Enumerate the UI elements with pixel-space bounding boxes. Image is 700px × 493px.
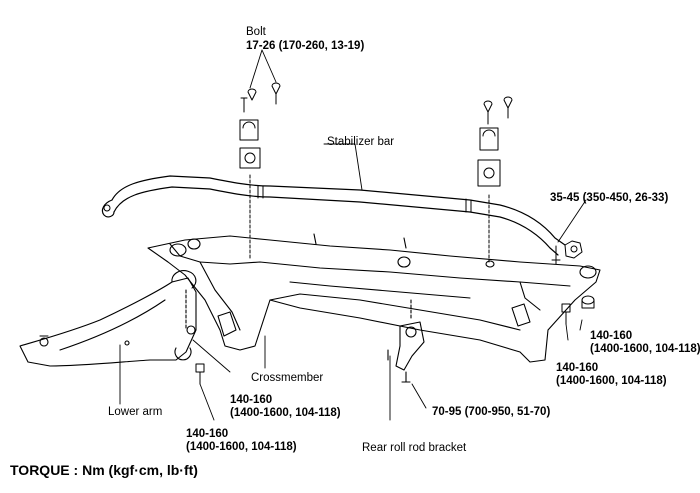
lower-arm-label: Lower arm: [108, 406, 163, 418]
crossmember-bolts-left: [195, 363, 205, 385]
torque-label-right-a-line1: 140-160: [590, 330, 633, 342]
torque-label-left-a-line1: 140-160: [230, 394, 273, 406]
stabilizer-bracket-left: [239, 82, 281, 261]
bolt-label: Bolt: [246, 26, 266, 38]
torque-label-right-a: 140-160 (1400-1600, 104-118): [590, 330, 700, 356]
leader-lines: [119, 49, 587, 421]
stabilizer-bracket-right: [477, 96, 513, 263]
torque-unit-footer: TORQUE : Nm (kgf·cm, lb·ft): [10, 462, 198, 478]
bolt-torque-label: 17-26 (170-260, 13-19): [246, 40, 365, 52]
stabilizer-bar-label: Stabilizer bar: [327, 136, 395, 148]
crossmember: [147, 233, 601, 363]
lower-arm: [19, 270, 197, 367]
torque-label-right-b: 140-160 (1400-1600, 104-118): [556, 362, 667, 388]
stabilizer-bar: [101, 175, 583, 265]
rear-roll-rod-bracket: [387, 299, 425, 383]
torque-label-right-a-line2: (1400-1600, 104-118): [590, 343, 700, 355]
torque-label-right-b-line1: 140-160: [556, 362, 599, 374]
torque-label-left-b-line1: 140-160: [186, 428, 229, 440]
torque-label-left-b: 140-160 (1400-1600, 104-118): [186, 428, 297, 454]
stabilizer-torque-label: 35-45 (350-450, 26-33): [550, 192, 669, 204]
rear-roll-rod-bracket-label: Rear roll rod bracket: [362, 442, 467, 454]
torque-label-right-b-line2: (1400-1600, 104-118): [556, 375, 667, 387]
torque-label-left-a: 140-160 (1400-1600, 104-118): [230, 394, 341, 420]
crossmember-label: Crossmember: [251, 372, 324, 384]
torque-label-left-a-line2: (1400-1600, 104-118): [230, 407, 341, 419]
rear-roll-rod-torque-label: 70-95 (700-950, 51-70): [432, 406, 551, 418]
crossmember-bolts-right: [561, 295, 595, 325]
torque-label-left-b-line2: (1400-1600, 104-118): [186, 441, 297, 453]
